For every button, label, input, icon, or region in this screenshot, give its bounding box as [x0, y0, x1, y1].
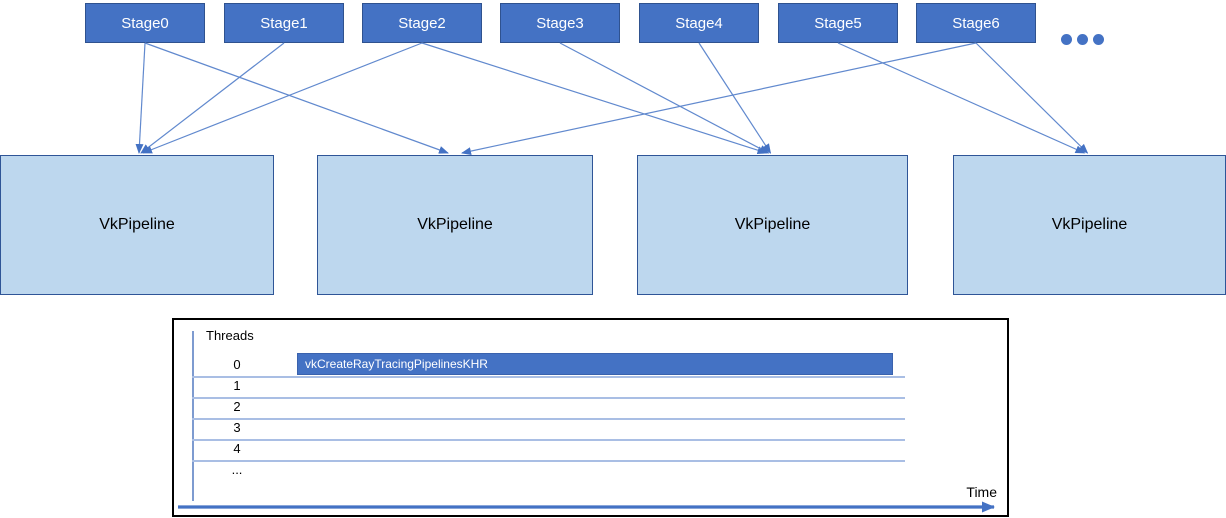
row-separator-line — [192, 439, 905, 441]
thread-row-label-2: 2 — [233, 399, 241, 414]
pipeline-label: VkPipeline — [1051, 216, 1128, 233]
timeline-frame: Threads 0 1 2 3 4 ... vkCreateRayTracing… — [172, 318, 1009, 517]
thread-row-label-3: 3 — [233, 420, 241, 435]
ellipsis-dot — [1077, 34, 1088, 45]
pipeline-box-3: VkPipeline — [637, 155, 908, 295]
row-separator-line — [192, 397, 905, 399]
timeline-bar-label: vkCreateRayTracingPipelinesKHR — [305, 357, 488, 371]
stage-box-3: Stage3 — [500, 3, 620, 43]
pipeline-label: VkPipeline — [734, 216, 811, 233]
pipeline-label: VkPipeline — [99, 216, 175, 233]
threads-title: Threads — [206, 328, 254, 343]
stage-box-2: Stage2 — [362, 3, 482, 43]
pipeline-box-4: VkPipeline — [953, 155, 1226, 295]
pipeline-label: VkPipeline — [417, 216, 493, 233]
thread-axis-line — [192, 331, 194, 501]
stage-label: Stage2 — [398, 14, 446, 32]
ellipsis-dot — [1061, 34, 1072, 45]
stage-label: Stage3 — [536, 14, 584, 32]
row-separator-line — [192, 376, 905, 378]
pipeline-box-2: VkPipeline — [317, 155, 593, 295]
thread-row-label-more: ... — [231, 462, 243, 477]
stage-box-1: Stage1 — [224, 3, 344, 43]
timeline-bar: vkCreateRayTracingPipelinesKHR — [297, 353, 893, 375]
thread-row-label-4: 4 — [233, 441, 241, 456]
stage-box-5: Stage5 — [778, 3, 898, 43]
stage-label: Stage6 — [952, 14, 1000, 32]
ellipsis-dots — [1061, 34, 1104, 45]
stage-box-4: Stage4 — [639, 3, 759, 43]
time-axis-label: Time — [966, 484, 997, 500]
ellipsis-dot — [1093, 34, 1104, 45]
thread-row-label-0: 0 — [233, 357, 241, 372]
stage-label: Stage4 — [675, 14, 723, 32]
stage-label: Stage5 — [814, 14, 862, 32]
stage-label: Stage0 — [121, 14, 169, 32]
thread-row-label-1: 1 — [233, 378, 241, 393]
row-separator-line — [192, 460, 905, 462]
stage-label: Stage1 — [260, 14, 308, 32]
stage-box-0: Stage0 — [85, 3, 205, 43]
row-separator-line — [192, 418, 905, 420]
pipeline-box-1: VkPipeline — [0, 155, 274, 295]
stage-box-6: Stage6 — [916, 3, 1036, 43]
